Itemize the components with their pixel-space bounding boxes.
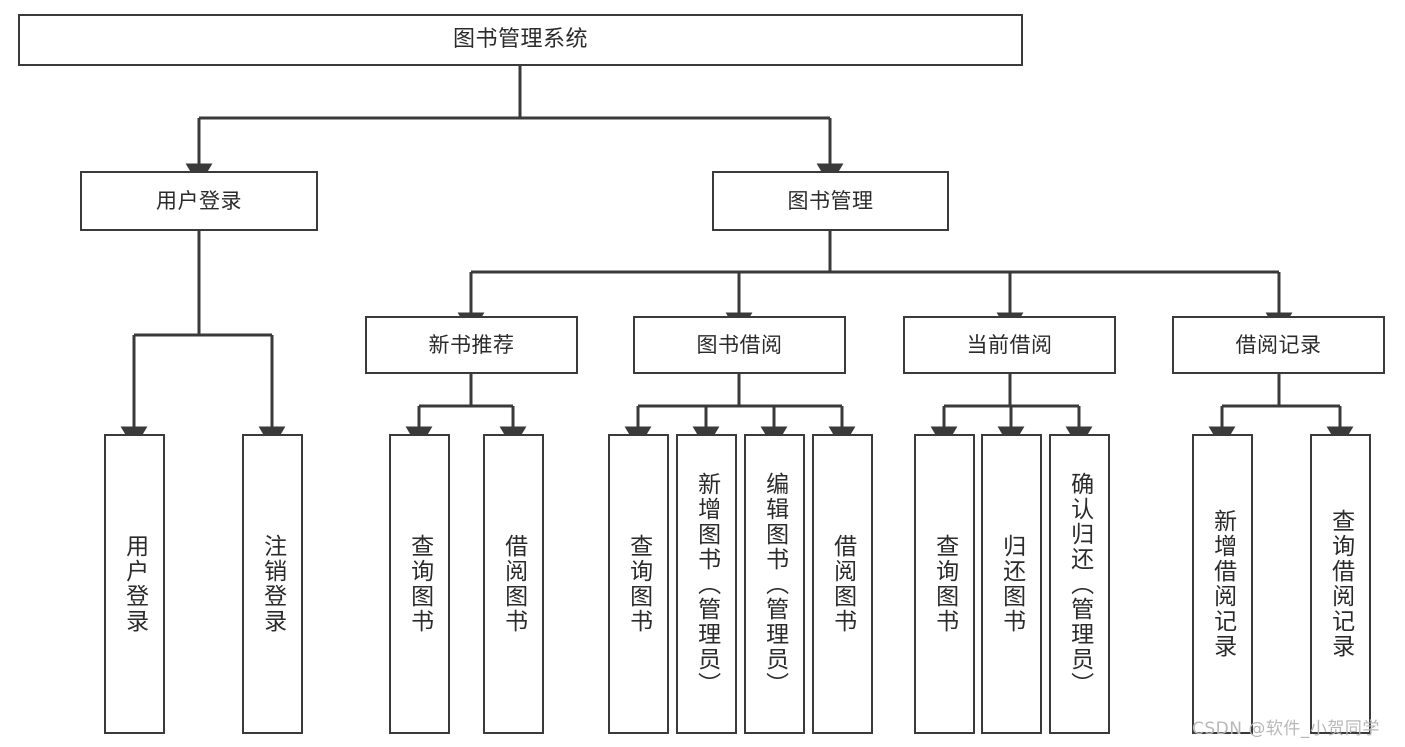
node-leaf-borrow-book-1-label: 借阅图书 [500, 534, 527, 634]
node-leaf-query-book-1-label: 查询图书 [406, 534, 433, 634]
node-book-borrow[interactable]: 图书借阅 [633, 316, 846, 374]
node-leaf-user-logout-label: 注销登录 [259, 534, 286, 634]
node-current-borrow-label: 当前借阅 [966, 332, 1053, 357]
node-leaf-confirm-return[interactable]: 确认归还（管理员） [1049, 434, 1110, 734]
node-leaf-confirm-return-label: 确认归还（管理员） [1066, 471, 1093, 697]
node-new-book-recommend-label: 新书推荐 [428, 332, 515, 357]
node-leaf-query-record[interactable]: 查询借阅记录 [1310, 434, 1371, 734]
node-leaf-return-book-label: 归还图书 [998, 534, 1025, 634]
node-book-borrow-label: 图书借阅 [696, 332, 783, 357]
csdn-watermark: CSDN @软件_小贺同学 [1192, 719, 1380, 739]
node-leaf-edit-book-label: 编辑图书（管理员） [761, 471, 788, 697]
node-leaf-query-book-2[interactable]: 查询图书 [608, 434, 669, 734]
node-leaf-user-logout[interactable]: 注销登录 [242, 434, 303, 734]
node-book-management-label: 图书管理 [787, 188, 874, 213]
node-leaf-query-record-label: 查询借阅记录 [1327, 509, 1354, 659]
node-leaf-query-book-3-label: 查询图书 [931, 534, 958, 634]
node-leaf-user-login-label: 用户登录 [121, 534, 148, 634]
node-leaf-borrow-book-2-label: 借阅图书 [829, 534, 856, 634]
node-new-book-recommend[interactable]: 新书推荐 [365, 316, 578, 374]
node-leaf-add-record[interactable]: 新增借阅记录 [1192, 434, 1253, 734]
node-user-login[interactable]: 用户登录 [80, 171, 318, 231]
node-borrow-record-label: 借阅记录 [1235, 332, 1322, 357]
node-user-login-label: 用户登录 [156, 188, 242, 213]
node-leaf-user-login[interactable]: 用户登录 [104, 434, 165, 734]
node-leaf-return-book[interactable]: 归还图书 [981, 434, 1042, 734]
node-current-borrow[interactable]: 当前借阅 [903, 316, 1116, 374]
node-borrow-record[interactable]: 借阅记录 [1172, 316, 1385, 374]
node-leaf-borrow-book-2[interactable]: 借阅图书 [812, 434, 873, 734]
node-leaf-add-book[interactable]: 新增图书（管理员） [676, 434, 737, 734]
node-leaf-add-record-label: 新增借阅记录 [1209, 509, 1236, 659]
node-leaf-add-book-label: 新增图书（管理员） [693, 471, 720, 697]
node-leaf-query-book-1[interactable]: 查询图书 [389, 434, 450, 734]
node-root[interactable]: 图书管理系统 [18, 14, 1023, 66]
node-leaf-edit-book[interactable]: 编辑图书（管理员） [744, 434, 805, 734]
node-leaf-query-book-3[interactable]: 查询图书 [914, 434, 975, 734]
node-leaf-query-book-2-label: 查询图书 [625, 534, 652, 634]
node-book-management[interactable]: 图书管理 [712, 171, 949, 231]
node-root-label: 图书管理系统 [452, 27, 588, 53]
node-leaf-borrow-book-1[interactable]: 借阅图书 [483, 434, 544, 734]
